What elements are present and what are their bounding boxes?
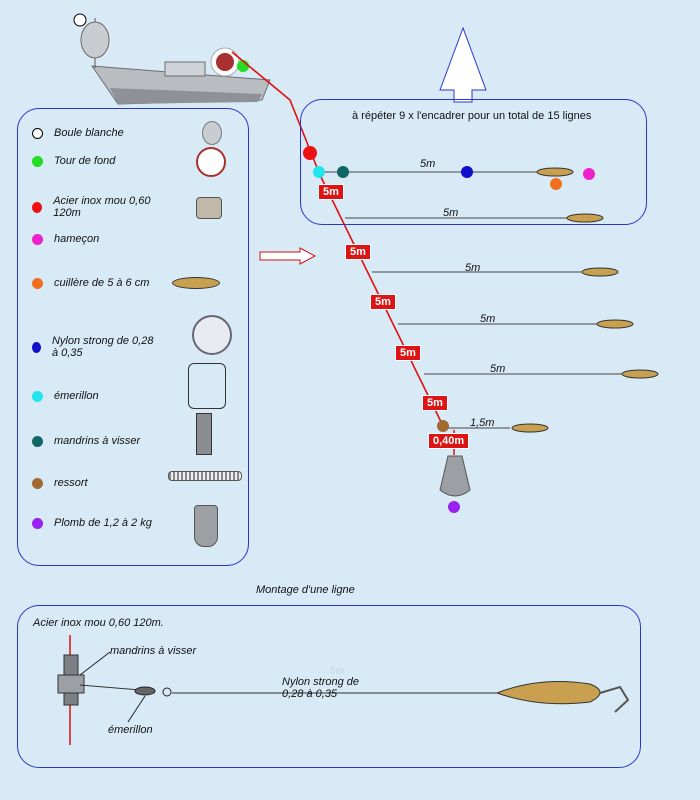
legend-item: Boule blanche	[32, 127, 124, 139]
blue-dot-icon	[32, 341, 41, 353]
detail-panel	[17, 605, 641, 768]
nylon-label: Nylon strong de 0,28 à 0,35	[282, 676, 360, 700]
pink-dot-icon	[32, 233, 43, 245]
cyan-dot-icon	[32, 390, 43, 402]
green-dot-icon	[32, 155, 43, 167]
segment-tag: 5m	[422, 395, 448, 411]
white-ball-icon	[32, 127, 43, 139]
legend-label: Boule blanche	[54, 127, 124, 139]
wire-label: Acier inox mou 0,60 120m.	[33, 617, 164, 629]
branch-length: 1,5m	[470, 417, 495, 429]
wire-spool-icon	[196, 197, 222, 219]
legend-item: mandrins à visser	[32, 435, 140, 447]
planer-board-icon	[73, 13, 110, 68]
legend-item: Acier inox mou 0,60 120m	[32, 195, 172, 219]
spoon-lure-icon	[172, 277, 220, 289]
reel-icon	[210, 47, 249, 77]
spoon-lure-icon	[511, 167, 659, 433]
legend-item: ressort	[32, 477, 88, 489]
segment-tag: 5m	[345, 244, 371, 260]
legend-label: hameçon	[54, 233, 100, 245]
legend-item: Tour de fond	[32, 155, 115, 167]
steel-wire-marker	[303, 146, 317, 160]
legend-label: Plomb de 1,2 à 2 kg	[54, 517, 152, 529]
lead-marker	[448, 501, 460, 513]
reel-icon	[196, 147, 226, 177]
branch-length: 5m	[480, 313, 496, 325]
planer-board-icon	[202, 121, 222, 145]
branch-length: 5m	[420, 158, 436, 170]
spoon-marker	[550, 178, 562, 190]
spring-marker	[437, 420, 449, 432]
swivel-marker	[313, 166, 325, 178]
orange-dot-icon	[32, 277, 43, 289]
detail-title: Montage d'une ligne	[256, 584, 355, 596]
teal-dot-icon	[32, 435, 43, 447]
branch-length: 5m	[443, 207, 459, 219]
legend-label: mandrins à visser	[54, 435, 141, 447]
purple-dot-icon	[32, 517, 43, 529]
faint-length-label: 5m	[330, 666, 344, 677]
branch-length: 5m	[490, 363, 506, 375]
chuck-icon	[196, 413, 212, 455]
large-spoon-lure-icon	[495, 680, 630, 713]
swivel-label: émerillon	[108, 724, 153, 736]
brown-dot-icon	[32, 477, 43, 489]
chuck-marker	[337, 166, 349, 178]
lead-weight-icon	[194, 505, 218, 547]
repeat-text: à répéter 9 x l'encadrer pour un total d…	[352, 110, 592, 122]
swivel-icon	[188, 363, 226, 409]
legend-item: cuillère de 5 à 6 cm	[32, 277, 149, 289]
boat-icon	[90, 61, 271, 105]
segment-tag: 5m	[318, 184, 344, 200]
legend-item: émerillon	[32, 390, 99, 402]
legend-item: Nylon strong de 0,28 à 0,35	[32, 335, 162, 359]
branch-length: 5m	[465, 262, 481, 274]
repeat-panel	[300, 99, 647, 225]
end-segment-tag: 0,40m	[428, 433, 470, 449]
hook-marker	[583, 168, 595, 180]
lead-weight-icon	[439, 455, 471, 497]
legend-item: hameçon	[32, 233, 99, 245]
up-arrow-icon	[439, 26, 487, 103]
legend-label: Acier inox mou 0,60 120m	[53, 195, 151, 219]
branch-lines	[320, 171, 625, 429]
legend-panel: Boule blanche Tour de fond Acier inox mo…	[17, 108, 249, 566]
red-dot-icon	[32, 201, 43, 213]
spring-icon	[168, 471, 242, 481]
legend-label: Tour de fond	[54, 155, 116, 167]
segment-tag: 5m	[395, 345, 421, 361]
legend-item: Plomb de 1,2 à 2 kg	[32, 517, 152, 529]
segment-tag: 5m	[370, 294, 396, 310]
legend-label: cuillère de 5 à 6 cm	[54, 277, 150, 289]
legend-label: émerillon	[54, 390, 99, 402]
right-arrow-icon	[259, 247, 317, 265]
legend-label: ressort	[54, 477, 88, 489]
nylon-spool-icon	[192, 315, 232, 355]
swivel-icon	[134, 686, 172, 697]
nylon-marker	[461, 166, 473, 178]
chuck-label: mandrins à visser	[110, 645, 197, 657]
legend-label: Nylon strong de 0,28 à 0,35	[51, 335, 154, 359]
chuck-icon	[57, 654, 85, 706]
